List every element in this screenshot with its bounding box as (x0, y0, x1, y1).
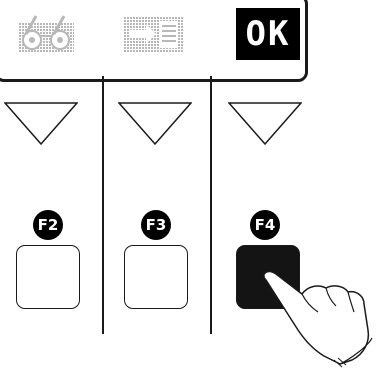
f4-badge: F4 (250, 210, 280, 240)
column-divider (102, 76, 104, 334)
f2-badge: F2 (33, 210, 63, 240)
down-triangle-icon (117, 102, 193, 150)
down-triangle-icon (3, 102, 79, 150)
f3-button[interactable] (124, 245, 188, 309)
column-divider (210, 76, 212, 334)
pointing-hand-icon (256, 268, 376, 372)
f2-button[interactable] (16, 245, 80, 309)
arrow-to-list-icon (124, 8, 184, 58)
f3-badge: F3 (141, 210, 171, 240)
down-triangle-icon (227, 102, 303, 150)
ok-softkey-label: OK (236, 8, 300, 60)
cassette-tape-icon (16, 8, 76, 58)
